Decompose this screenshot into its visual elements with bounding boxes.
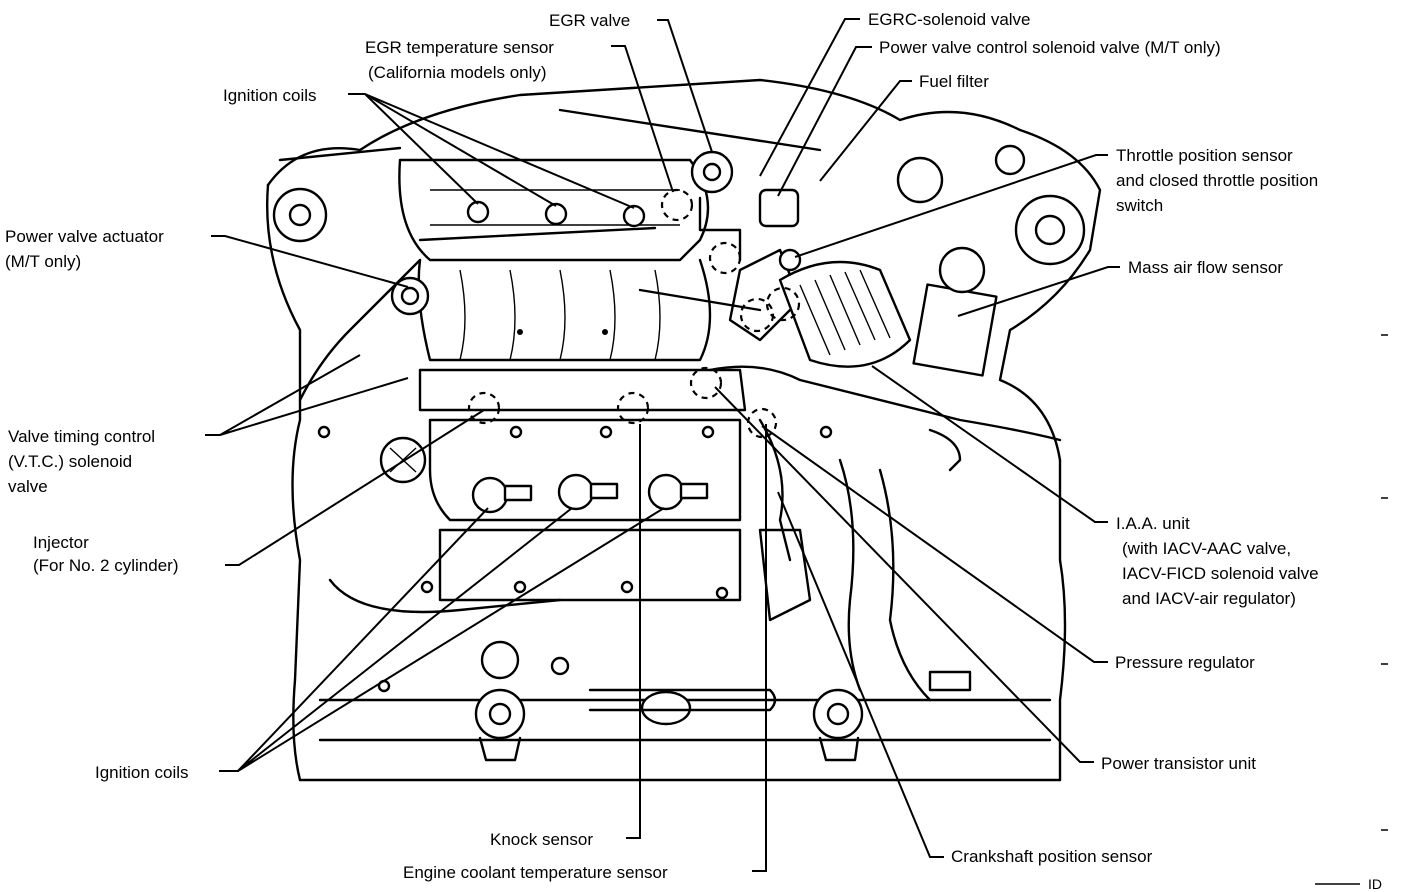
corner-reference-code: ID [1368, 876, 1382, 892]
label-iaa-unit-line2: (with IACV-AAC valve, [1122, 539, 1291, 558]
leader-lines [205, 18, 1120, 872]
label-ignition-coils-bottom: Ignition coils [95, 763, 189, 782]
label-iaa-unit: I.A.A. unit [1116, 514, 1190, 533]
label-injector-note: (For No. 2 cylinder) [33, 556, 178, 575]
label-engine-coolant-temperature-sensor: Engine coolant temperature sensor [403, 863, 668, 882]
label-vtc-solenoid-valve-line2: (V.T.C.) solenoid [8, 452, 132, 471]
label-crankshaft-position-sensor: Crankshaft position sensor [951, 847, 1153, 866]
label-iaa-unit-line3: IACV-FICD solenoid valve [1122, 564, 1319, 583]
label-injector: Injector [33, 533, 89, 552]
label-throttle-position-sensor-line3: switch [1116, 196, 1163, 215]
label-iaa-unit-line4: and IACV-air regulator) [1122, 589, 1296, 608]
label-egr-valve: EGR valve [549, 11, 630, 30]
label-power-valve-actuator: Power valve actuator [5, 227, 164, 246]
label-vtc-solenoid-valve: Valve timing control [8, 427, 155, 446]
label-ignition-coils-top: Ignition coils [223, 86, 317, 105]
label-mass-air-flow-sensor: Mass air flow sensor [1128, 258, 1283, 277]
margin-ticks [1315, 334, 1388, 885]
label-power-transistor-unit: Power transistor unit [1101, 754, 1256, 773]
label-egr-temperature-sensor: EGR temperature sensor [365, 38, 554, 57]
label-egrc-solenoid-valve: EGRC-solenoid valve [868, 10, 1031, 29]
label-knock-sensor: Knock sensor [490, 830, 593, 849]
label-fuel-filter: Fuel filter [919, 72, 989, 91]
engine-illustration [265, 78, 1102, 782]
label-throttle-position-sensor-line2: and closed throttle position [1116, 171, 1318, 190]
label-egr-temperature-sensor-note: (California models only) [368, 63, 547, 82]
component-locator-circles [467, 188, 801, 439]
label-throttle-position-sensor: Throttle position sensor [1116, 146, 1293, 165]
label-power-valve-actuator-note: (M/T only) [5, 252, 81, 271]
label-vtc-solenoid-valve-line3: valve [8, 477, 48, 496]
callout-labels: EGR valve EGR temperature sensor (Califo… [5, 10, 1382, 892]
label-pressure-regulator: Pressure regulator [1115, 653, 1255, 672]
label-power-valve-control-solenoid: Power valve control solenoid valve (M/T … [879, 38, 1221, 57]
